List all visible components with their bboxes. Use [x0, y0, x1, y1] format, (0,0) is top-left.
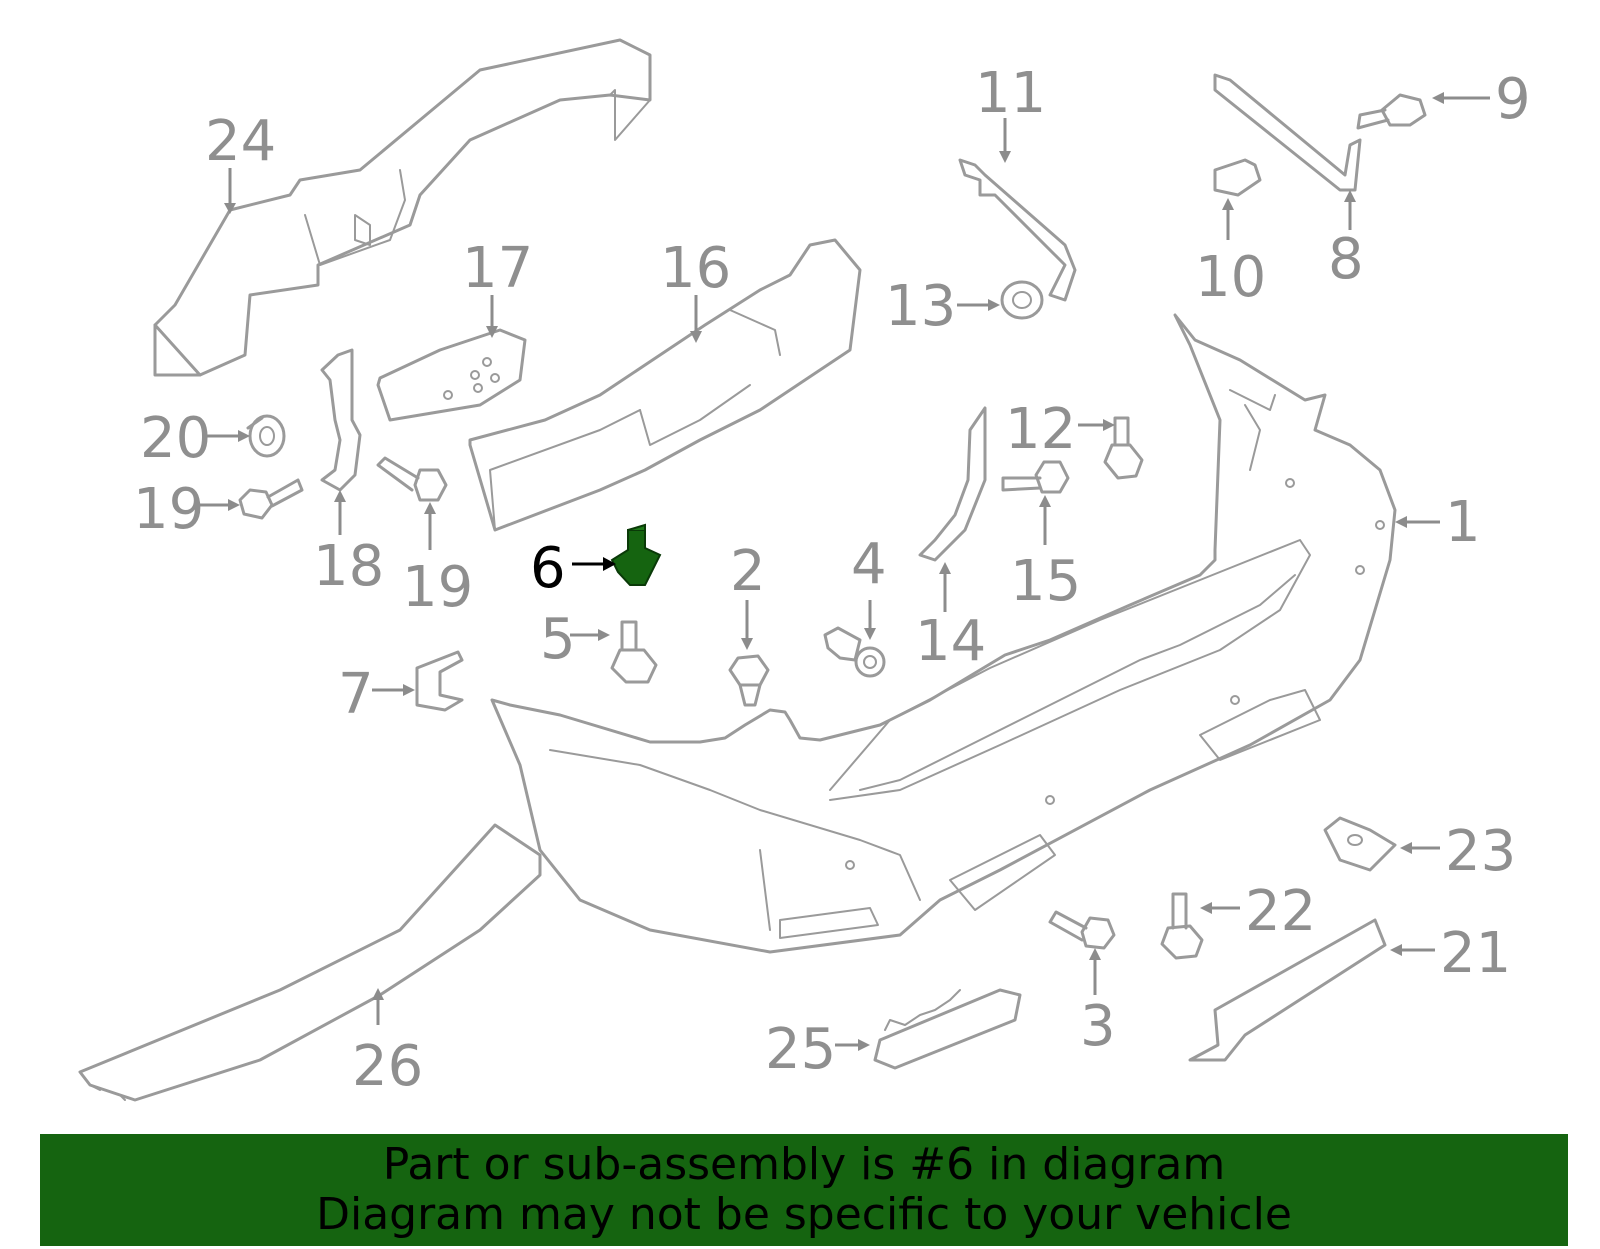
callout-19-right: 19 — [402, 555, 473, 620]
callout-12: 12 — [1005, 397, 1076, 462]
callout-7: 7 — [338, 662, 374, 727]
part-11-bracket — [958, 158, 1077, 302]
part-14-bracket — [918, 406, 987, 562]
part-26-step-pad — [78, 823, 542, 1102]
callout-24: 24 — [205, 109, 276, 174]
part-13-nut — [1000, 280, 1044, 320]
part-12-bolt — [1103, 416, 1144, 480]
part-22-bolt — [1160, 892, 1204, 960]
callout-11: 11 — [975, 61, 1046, 126]
callout-25: 25 — [765, 1017, 836, 1082]
part-21-moulding — [1188, 918, 1387, 1062]
parts-diagram: 1 2 3 4 5 6 7 8 9 10 11 12 13 14 15 16 1… — [78, 38, 1531, 1102]
callout-22: 22 — [1245, 879, 1316, 944]
part-8-strip — [1213, 73, 1362, 192]
part-19-bolt-left — [238, 478, 304, 520]
callout-labels: 1 2 3 4 5 6 7 8 9 10 11 12 13 14 15 16 1… — [133, 61, 1531, 1099]
part-23-clip — [1323, 816, 1397, 872]
callout-16: 16 — [660, 236, 731, 301]
part-2-clip — [728, 654, 770, 707]
callout-10: 10 — [1195, 245, 1266, 310]
part-7-clip — [415, 650, 464, 712]
banner-line-1: Part or sub-assembly is #6 in diagram — [382, 1139, 1226, 1190]
part-10-clip — [1213, 158, 1262, 197]
part-17-bracket — [376, 328, 527, 422]
part-9-bolt — [1356, 93, 1427, 130]
callout-18: 18 — [313, 534, 384, 599]
callout-3: 3 — [1080, 994, 1116, 1059]
callout-1: 1 — [1445, 490, 1481, 555]
part-3-bolt — [1048, 910, 1116, 950]
part-6-clip-highlighted[interactable] — [610, 523, 662, 586]
callout-15: 15 — [1010, 549, 1081, 614]
callout-6: 6 — [530, 536, 566, 601]
callout-5: 5 — [540, 607, 576, 672]
banner-line-2: Diagram may not be specific to your vehi… — [316, 1189, 1292, 1240]
part-20-nut — [246, 414, 286, 458]
part-25-reflector — [873, 988, 1022, 1070]
part-1-bumper-cover — [490, 313, 1397, 954]
callout-20: 20 — [140, 406, 211, 471]
callout-14: 14 — [915, 609, 986, 674]
callout-26: 26 — [352, 1034, 423, 1099]
part-19-bolt-right — [376, 456, 448, 502]
part-4-nut — [823, 626, 886, 678]
callout-13: 13 — [885, 274, 956, 339]
callout-9: 9 — [1495, 67, 1531, 132]
part-24-frame-rail — [153, 38, 652, 377]
info-banner: Part or sub-assembly is #6 in diagram Di… — [40, 1134, 1568, 1246]
callout-19-left: 19 — [133, 477, 204, 542]
part-16-absorber — [468, 238, 862, 532]
callout-21: 21 — [1440, 921, 1511, 986]
part-18-bracket — [320, 348, 362, 492]
callout-8: 8 — [1328, 227, 1364, 292]
callout-4: 4 — [851, 532, 887, 597]
leader-arrows — [198, 92, 1490, 1051]
part-5-bolt — [610, 620, 658, 684]
part-15-bolt — [1001, 460, 1070, 494]
callout-23: 23 — [1445, 819, 1516, 884]
callout-17: 17 — [462, 236, 533, 301]
callout-2: 2 — [730, 539, 766, 604]
